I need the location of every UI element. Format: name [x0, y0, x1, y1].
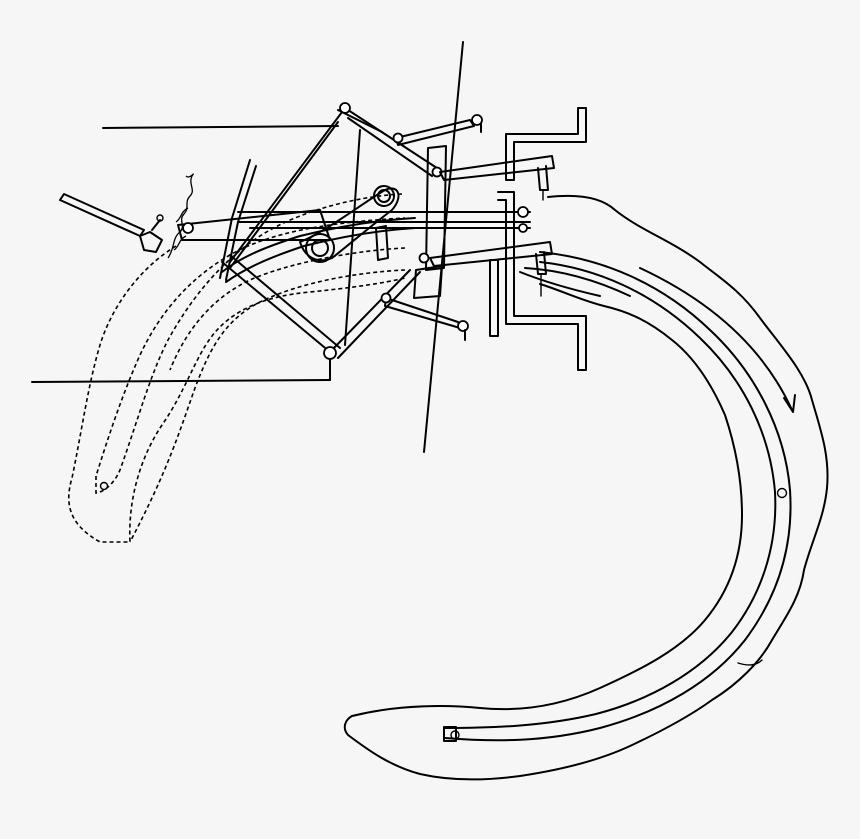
mounting-bracket [489, 107, 587, 371]
curved-tine-blade [343, 194, 829, 781]
signature [167, 173, 194, 259]
handle-rod [59, 193, 164, 253]
linkage-frame [221, 102, 483, 360]
crank-arm [177, 185, 400, 263]
motion-arrow [639, 267, 796, 413]
dashed-alternate-tine [68, 193, 406, 543]
